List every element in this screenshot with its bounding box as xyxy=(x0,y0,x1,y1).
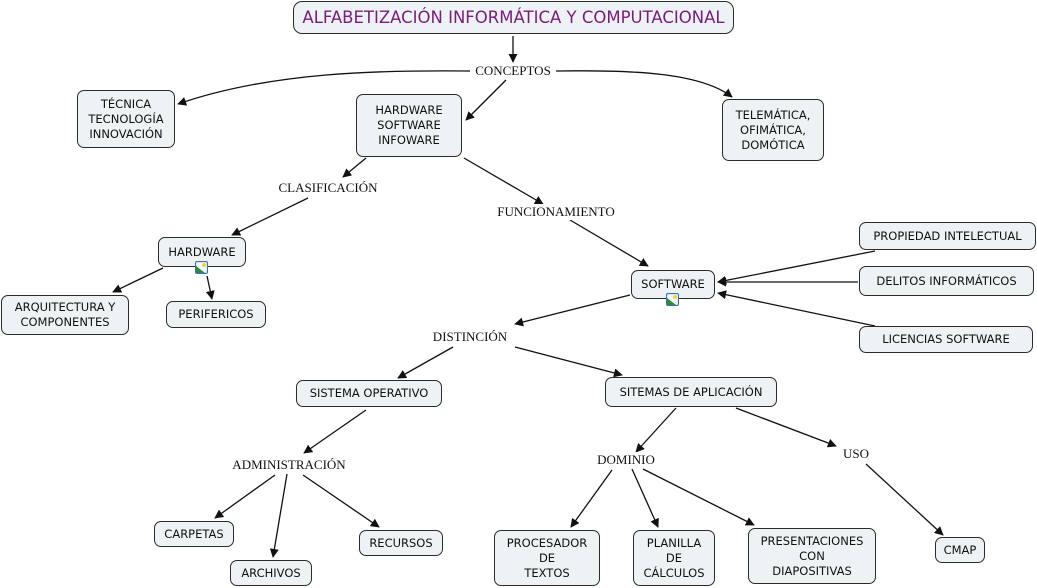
image-resource-icon-hardware[interactable] xyxy=(195,261,208,274)
concept-recursos[interactable]: RECURSOS xyxy=(359,530,443,556)
link-clasificacion-hardware xyxy=(231,197,309,236)
link-phrase-dominio[interactable]: DOMINIO xyxy=(595,452,657,468)
link-conceptos-telematica xyxy=(555,70,733,98)
link-hardware-arquitectura xyxy=(112,267,164,293)
concept-software[interactable]: SOFTWARE xyxy=(631,270,715,299)
link-so-administracion xyxy=(303,409,367,454)
link-sa-dominio xyxy=(635,407,677,453)
concept-sistema-operativo[interactable]: SISTEMA OPERATIVO xyxy=(296,380,442,407)
concept-telematica[interactable]: TELEMÁTICA, OFIMÁTICA, DOMÓTICA xyxy=(722,99,824,161)
concept-hardware-software-infoware[interactable]: HARDWARE SOFTWARE INFOWARE xyxy=(356,94,462,157)
concept-arquitectura[interactable]: ARQUITECTURA Y COMPONENTES xyxy=(1,295,129,335)
link-distincion-sa xyxy=(514,346,623,378)
concept-hardware[interactable]: HARDWARE xyxy=(158,237,246,267)
link-phrase-clasificacion[interactable]: CLASIFICACIÓN xyxy=(276,180,380,196)
image-resource-icon-software[interactable] xyxy=(666,293,679,306)
link-dominio-procesador xyxy=(570,469,613,528)
concept-delitos-informaticos[interactable]: DELITOS INFORMÁTICOS xyxy=(859,266,1034,296)
link-admin-carpetas xyxy=(214,474,276,519)
link-licencias-software xyxy=(717,290,876,327)
concept-cmap[interactable]: CMAP xyxy=(935,537,985,563)
concept-propiedad-intelectual[interactable]: PROPIEDAD INTELECTUAL xyxy=(859,222,1036,250)
concept-carpetas[interactable]: CARPETAS xyxy=(154,521,234,547)
link-software-distincion xyxy=(514,294,631,327)
link-phrase-distincion[interactable]: DISTINCIÓN xyxy=(430,329,510,345)
link-funcionamiento-software xyxy=(569,219,649,267)
link-conceptos-hwswif xyxy=(465,79,507,121)
concept-archivos[interactable]: ARCHIVOS xyxy=(230,560,312,586)
link-phrase-uso[interactable]: USO xyxy=(840,446,872,462)
link-distincion-so xyxy=(397,346,454,379)
link-hwswif-clasificacion xyxy=(342,157,367,178)
link-phrase-funcionamiento[interactable]: FUNCIONAMIENTO xyxy=(495,204,617,220)
link-hwswif-funcionamiento xyxy=(463,157,544,205)
map-title[interactable]: ALFABETIZACIÓN INFORMÁTICA Y COMPUTACION… xyxy=(293,1,734,34)
concept-licencias-software[interactable]: LICENCIAS SOFTWARE xyxy=(859,326,1033,353)
link-dominio-planilla xyxy=(631,468,659,528)
concept-perifericos[interactable]: PERIFERICOS xyxy=(166,301,266,328)
link-admin-recursos xyxy=(302,474,380,528)
concept-tecnica[interactable]: TÉCNICA TECNOLOGÍA INNOVACIÓN xyxy=(77,90,175,148)
concept-sistemas-aplicacion[interactable]: SITEMAS DE APLICACIÓN xyxy=(605,377,777,407)
link-conceptos-tecnica xyxy=(177,70,471,106)
link-hardware-perifericos xyxy=(205,275,215,300)
concept-planilla-de-calculos[interactable]: PLANILLA DE CÁLCULOS xyxy=(633,530,715,586)
link-uso-cmap xyxy=(865,463,944,536)
concept-procesador-de-textos[interactable]: PROCESADOR DE TEXTOS xyxy=(494,530,600,586)
link-dominio-presentaciones xyxy=(642,468,755,526)
link-admin-archivos xyxy=(269,473,288,558)
link-phrase-administracion[interactable]: ADMINISTRACIÓN xyxy=(230,457,348,473)
link-phrase-conceptos[interactable]: CONCEPTOS xyxy=(473,63,553,79)
concept-presentaciones[interactable]: PRESENTACIONES CON DIAPOSITIVAS xyxy=(748,528,876,584)
link-propiedad-software xyxy=(717,250,876,285)
link-sa-uso xyxy=(735,407,837,448)
